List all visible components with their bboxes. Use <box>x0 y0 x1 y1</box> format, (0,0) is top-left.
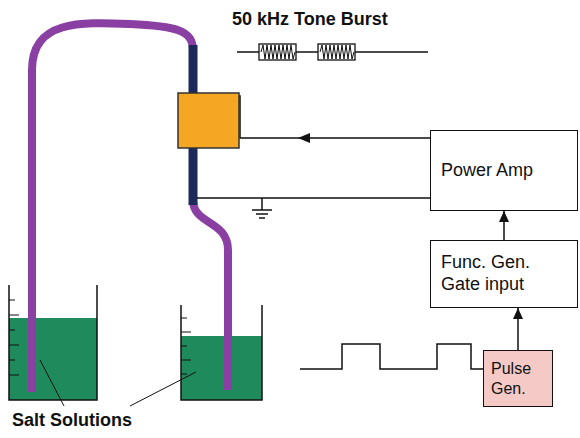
beaker <box>181 305 262 400</box>
burst-envelope <box>318 44 355 60</box>
beaker <box>9 285 97 400</box>
beaker-graduations <box>181 318 191 374</box>
salt-solution <box>9 318 97 400</box>
solution-label: Salt Solutions <box>12 410 132 431</box>
leader-line <box>130 372 196 406</box>
salt-solution <box>181 336 262 400</box>
tube <box>32 23 193 392</box>
signal-arrow <box>513 308 523 350</box>
beaker-graduations <box>9 300 19 375</box>
pulse-generator-box: Pulse Gen. <box>483 350 553 407</box>
transducer <box>178 93 239 148</box>
ground-wire <box>197 197 430 199</box>
box-text: Pulse Gen. <box>491 359 543 397</box>
leader-line <box>40 360 64 406</box>
box-text: Func. Gen. Gate input <box>441 252 551 295</box>
tube <box>193 200 228 390</box>
pulse-waveform <box>300 344 493 369</box>
signal-arrow <box>499 211 509 240</box>
burst-wave <box>320 45 354 59</box>
arrowhead <box>298 133 310 143</box>
box-text: Power Amp <box>441 160 533 182</box>
burst-envelope <box>259 44 296 60</box>
signal-label: 50 kHz Tone Burst <box>232 9 388 30</box>
function-generator-box: Func. Gen. Gate input <box>430 240 578 308</box>
burst-wave <box>261 45 295 59</box>
ground-symbol <box>252 198 272 218</box>
amplifier-box: Power Amp <box>430 130 578 211</box>
